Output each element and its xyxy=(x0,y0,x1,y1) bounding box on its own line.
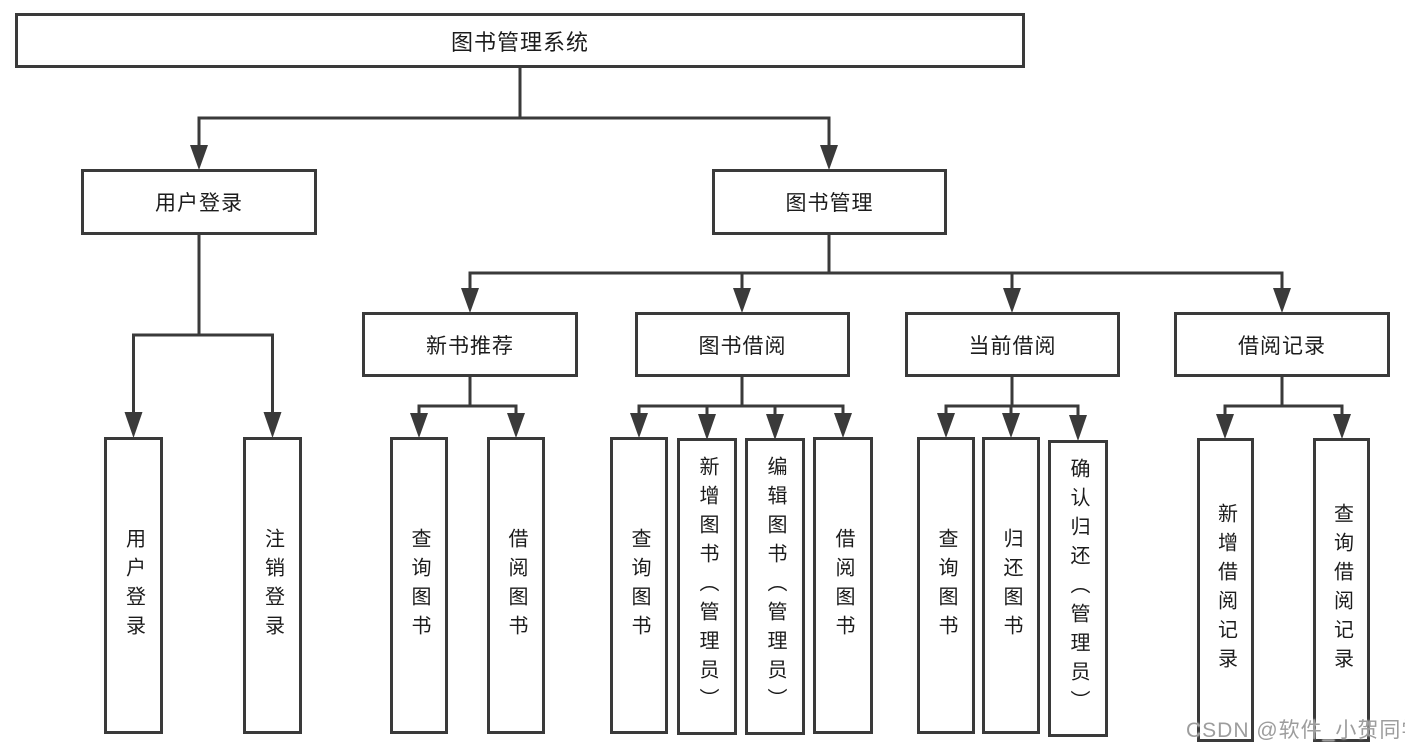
node-label: 查询借阅记录 xyxy=(1330,503,1353,677)
leaf-borrow-book-recommend: 借阅图书 xyxy=(487,437,545,734)
leaf-user-login: 用户登录 xyxy=(104,437,163,734)
node-label: 新书推荐 xyxy=(426,334,514,358)
node-label: 查询图书 xyxy=(408,527,430,644)
node-borrow-record: 借阅记录 xyxy=(1174,312,1390,377)
node-label: 新增图书（管理员） xyxy=(696,456,718,717)
leaf-confirm-return-admin: 确认归还（管理员） xyxy=(1048,440,1108,737)
node-label: 查询图书 xyxy=(628,527,650,644)
node-label: 借阅记录 xyxy=(1238,334,1326,358)
node-label: 用户登录 xyxy=(122,527,145,644)
node-label: 注销登录 xyxy=(261,527,284,644)
node-label: 借阅图书 xyxy=(832,527,854,644)
node-label: 归还图书 xyxy=(1000,527,1022,644)
node-new-book-recommend: 新书推荐 xyxy=(362,312,578,377)
node-label: 确认归还（管理员） xyxy=(1067,458,1089,719)
node-user-login: 用户登录 xyxy=(81,169,317,235)
node-label: 图书管理 xyxy=(785,192,874,215)
csdn-watermark: CSDN @软件_小贺同学 xyxy=(1186,719,1405,742)
leaf-query-book-borrow: 查询图书 xyxy=(610,437,668,734)
node-label: 编辑图书（管理员） xyxy=(764,456,786,717)
node-book-management: 图书管理 xyxy=(712,169,947,235)
leaf-query-book-recommend: 查询图书 xyxy=(390,437,448,734)
node-label: 新增借阅记录 xyxy=(1214,503,1237,677)
node-book-borrow: 图书借阅 xyxy=(635,312,850,377)
leaf-logout: 注销登录 xyxy=(243,437,302,734)
node-label: 查询图书 xyxy=(935,527,957,644)
leaf-query-book-current: 查询图书 xyxy=(917,437,975,734)
node-current-borrow: 当前借阅 xyxy=(905,312,1120,377)
node-label: 当前借阅 xyxy=(968,334,1057,358)
node-label: 图书借阅 xyxy=(698,334,787,358)
node-label: 用户登录 xyxy=(155,192,243,215)
leaf-edit-book-admin: 编辑图书（管理员） xyxy=(745,438,805,735)
leaf-query-borrow-record: 查询借阅记录 xyxy=(1313,438,1370,742)
leaf-return-book: 归还图书 xyxy=(982,437,1040,734)
leaf-add-borrow-record: 新增借阅记录 xyxy=(1197,438,1254,742)
leaf-add-book-admin: 新增图书（管理员） xyxy=(677,438,737,735)
node-label: 图书管理系统 xyxy=(450,29,589,55)
node-root-system: 图书管理系统 xyxy=(15,13,1025,68)
node-label: 借阅图书 xyxy=(505,527,527,644)
leaf-borrow-book: 借阅图书 xyxy=(813,437,873,734)
